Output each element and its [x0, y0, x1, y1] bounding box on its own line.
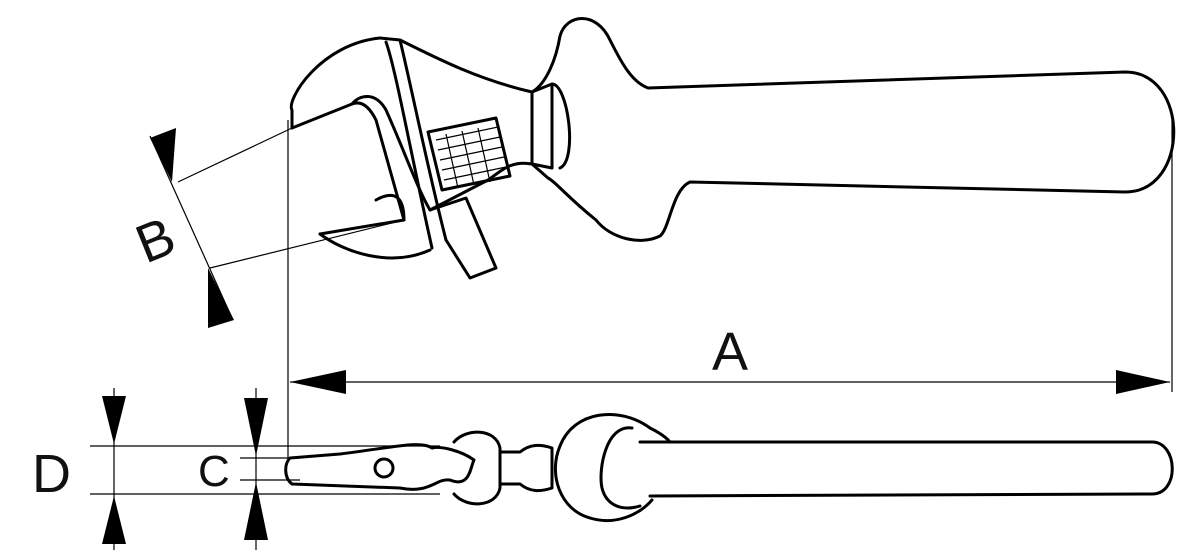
dim-b-arrow-top: [150, 128, 176, 182]
dimension-b: B: [128, 128, 234, 328]
side-jaw-hole: [373, 457, 395, 479]
dim-d-arrow-top: [102, 396, 126, 444]
nut-slot-curve: [374, 194, 406, 222]
side-guard: [554, 412, 654, 523]
wrench-collar: [530, 82, 554, 170]
wrench-jaw-face-2: [398, 38, 448, 242]
dim-d-arrow-bottom: [102, 496, 126, 544]
wrench-jaw-face: [384, 40, 434, 250]
wrench-handle: [530, 17, 1176, 242]
wrench-head-back: [289, 36, 382, 130]
dim-c-arrow-top: [244, 398, 268, 456]
dimension-a: A: [287, 120, 1173, 462]
side-neck: [498, 443, 554, 493]
dim-d-label: D: [32, 444, 71, 504]
dim-c-arrow-bottom: [244, 482, 268, 540]
nut-in-jaw: [290, 101, 406, 236]
dim-c-label: C: [198, 447, 230, 496]
wrench-moving-jaw: [428, 196, 498, 280]
side-jaw: [284, 443, 476, 491]
dimension-c: C: [198, 388, 300, 550]
nut-edge-top: [177, 127, 293, 183]
side-guard-inner: [599, 426, 642, 510]
dim-a-arrow-left: [290, 370, 346, 394]
dim-b-label: B: [128, 206, 184, 275]
side-guard-rim: [648, 426, 672, 444]
dimension-d: D: [32, 388, 440, 550]
wrench-head-lower: [318, 232, 432, 260]
wrench-worm-screw: [426, 116, 512, 192]
dim-a-arrow-right: [1116, 370, 1170, 394]
wrench-side-view: [284, 412, 1174, 523]
wrench-top-view: [177, 17, 1176, 280]
side-handle: [638, 440, 1174, 498]
wrench-collar-inner: [550, 82, 572, 170]
side-knob: [452, 430, 502, 506]
dim-a-label: A: [712, 322, 748, 382]
dim-b-arrow-bottom: [208, 268, 234, 328]
nut-edge-bottom: [209, 219, 405, 269]
